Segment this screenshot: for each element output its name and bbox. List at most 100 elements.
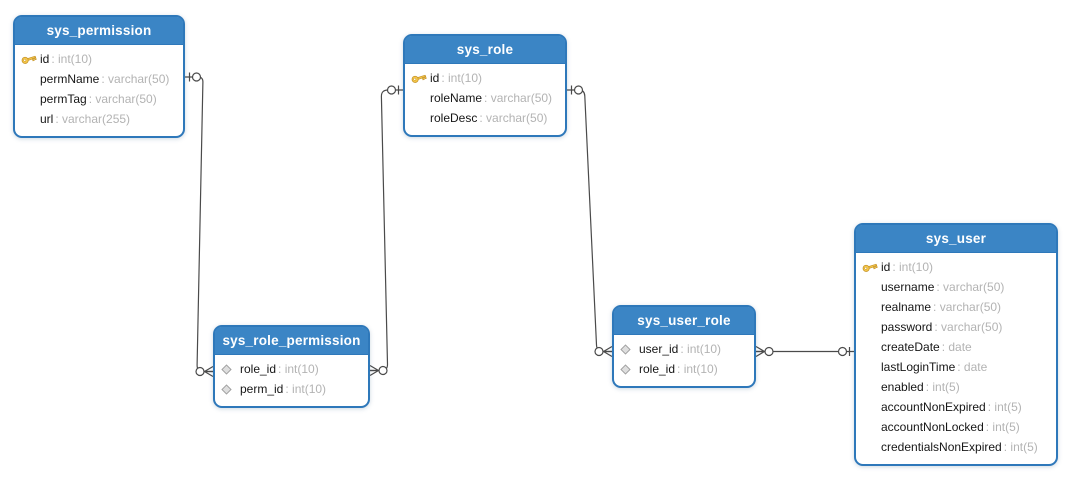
table-title: sys_role_permission [222,333,361,348]
field-row[interactable]: enabled : int(5) [861,377,1052,397]
field-type: : varchar(50) [88,92,157,106]
field-type: : int(10) [677,362,718,376]
field-type: : varchar(50) [933,300,1002,314]
field-row[interactable]: accountNonExpired : int(5) [861,397,1052,417]
foreign-key-diamond-icon [620,343,631,355]
field-type: : int(10) [278,362,319,376]
cardinality-circle [191,72,202,82]
field-type: : int(10) [51,52,93,66]
cardinality-many-crowfoot [204,365,214,378]
field-icon [619,363,639,375]
field-type: : int(5) [1003,440,1038,454]
entity-table-sys_user_role[interactable]: sys_user_role user_id : int(10) role_id … [612,305,756,388]
relationship-line[interactable] [370,89,403,372]
cardinality-circle [594,346,604,357]
foreign-key-diamond-icon [221,383,232,395]
field-icon [410,72,430,84]
field-name: roleDesc [430,111,478,125]
field-name: lastLoginTime [881,360,956,374]
field-name: id [881,260,891,274]
field-row[interactable]: roleDesc : varchar(50) [410,108,561,128]
field-name: username [881,280,935,294]
field-row[interactable]: permTag : varchar(50) [20,89,179,109]
table-header[interactable]: sys_user_role [614,307,754,335]
field-name: realname [881,300,932,314]
table-header[interactable]: sys_user [856,225,1056,253]
field-type: : int(10) [285,382,327,396]
entity-table-sys_user[interactable]: sys_user id : int(10) username : varchar… [854,223,1058,466]
foreign-key-diamond-icon [221,363,232,375]
field-row[interactable]: permName : varchar(50) [20,69,179,89]
entity-table-sys_role_permission[interactable]: sys_role_permission role_id : int(10) pe… [213,325,370,408]
cardinality-many-crowfoot [369,364,379,377]
cardinality-circle [764,346,774,357]
field-row[interactable]: createDate : date [861,337,1052,357]
field-row[interactable]: realname : varchar(50) [861,297,1052,317]
relationship-sys_user-sys_user_role[interactable] [755,345,854,358]
field-type: : int(10) [680,342,722,356]
foreign-key-diamond-icon [620,363,631,375]
table-body: user_id : int(10) role_id : int(10) [614,335,754,386]
table-title: sys_user_role [637,313,731,328]
field-row[interactable]: id : int(10) [20,49,179,69]
field-row[interactable]: url : varchar(255) [20,109,179,129]
table-header[interactable]: sys_role [405,36,565,64]
field-type: : int(5) [987,400,1022,414]
field-type: : varchar(50) [101,72,170,86]
relationship-sys_role-sys_user_role[interactable] [567,85,613,358]
field-name: role_id [639,362,676,376]
field-icon [220,383,240,395]
cardinality-many-crowfoot [603,345,613,358]
field-row[interactable]: role_id : int(10) [220,359,364,379]
field-row[interactable]: username : varchar(50) [861,277,1052,297]
field-type: : varchar(255) [55,112,131,126]
field-row[interactable]: id : int(10) [861,257,1052,277]
table-title: sys_permission [46,23,152,38]
field-name: user_id [639,342,679,356]
table-title: sys_role [456,42,514,57]
primary-key-icon [21,55,37,64]
relationship-line[interactable] [567,89,612,353]
table-header[interactable]: sys_role_permission [215,327,368,355]
field-name: permTag [40,92,87,106]
table-header[interactable]: sys_permission [15,17,183,45]
field-name: role_id [240,362,277,376]
field-row[interactable]: user_id : int(10) [619,339,750,359]
entity-table-sys_role[interactable]: sys_role id : int(10) roleName : varchar… [403,34,567,137]
field-name: url [40,112,54,126]
table-body: id : int(10) roleName : varchar(50) role… [405,64,565,135]
field-name: id [40,52,50,66]
field-row[interactable]: role_id : int(10) [619,359,750,379]
field-type: : int(5) [985,420,1020,434]
field-name: credentialsNonExpired [881,440,1002,454]
field-type: : int(10) [441,71,483,85]
relationship-sys_role-sys_role_permission[interactable] [369,85,403,377]
field-name: enabled [881,380,924,394]
cardinality-circle [378,365,388,376]
field-row[interactable]: password : varchar(50) [861,317,1052,337]
field-row[interactable]: roleName : varchar(50) [410,88,561,108]
field-name: password [881,320,933,334]
field-type: : varchar(50) [934,320,1003,334]
field-row[interactable]: accountNonLocked : int(5) [861,417,1052,437]
field-row[interactable]: id : int(10) [410,68,561,88]
field-type: : date [941,340,972,354]
field-type: : date [957,360,988,374]
relationship-sys_permission-sys_role_permission[interactable] [185,72,214,378]
field-row[interactable]: perm_id : int(10) [220,379,364,399]
field-icon [619,343,639,355]
field-icon [220,363,240,375]
table-title: sys_user [925,231,987,246]
cardinality-circle [386,85,397,95]
field-row[interactable]: credentialsNonExpired : int(5) [861,437,1052,457]
cardinality-circle [837,346,848,357]
entity-table-sys_permission[interactable]: sys_permission id : int(10) permName : v… [13,15,185,138]
field-name: perm_id [240,382,284,396]
field-name: accountNonExpired [881,400,986,414]
relationship-line[interactable] [185,76,213,373]
field-name: createDate [881,340,940,354]
field-type: : varchar(50) [936,280,1005,294]
field-row[interactable]: lastLoginTime : date [861,357,1052,377]
